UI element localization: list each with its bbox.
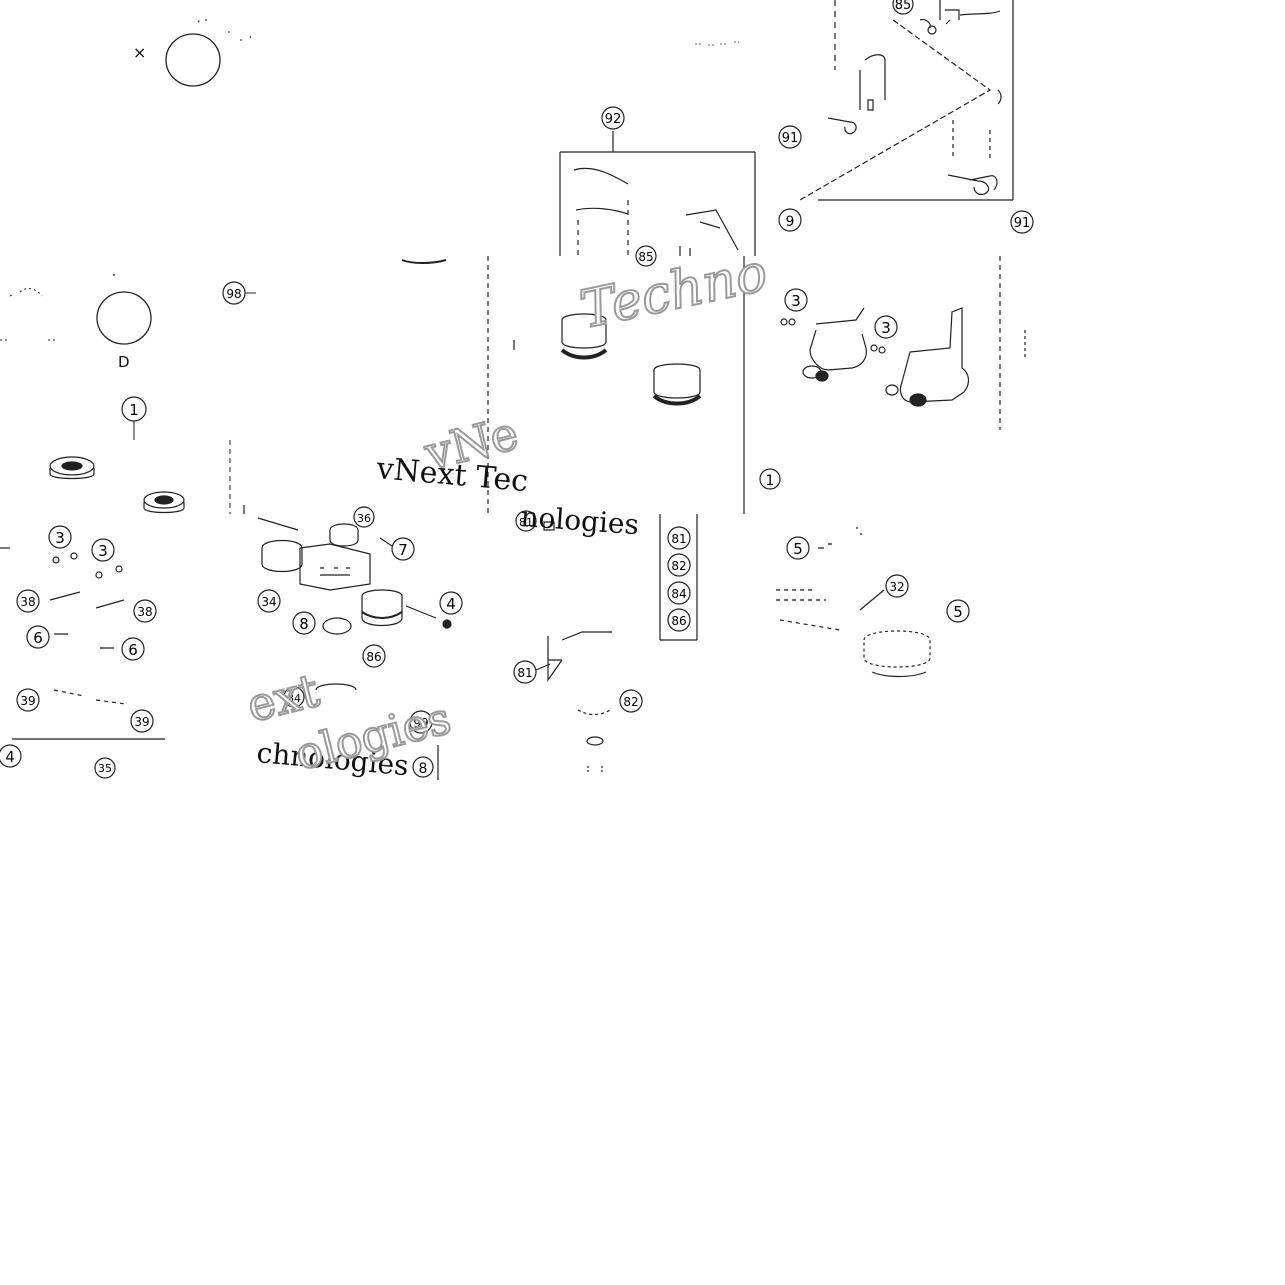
svg-text:92: 92	[605, 112, 622, 127]
callout-36: 36	[353, 506, 375, 528]
svg-text:82: 82	[671, 559, 686, 573]
seal-kit-part	[543, 514, 698, 774]
callout-3-lower-left: 3	[48, 525, 72, 549]
fasteners-part	[0, 547, 165, 740]
callout-7: 7	[391, 537, 415, 561]
svg-text:6: 6	[33, 629, 43, 647]
callout-86-bridge: 86	[362, 644, 386, 668]
callout-3-lower-right: 3	[91, 538, 115, 562]
svg-text:39: 39	[134, 715, 149, 729]
svg-text:85: 85	[895, 0, 912, 13]
svg-text:3: 3	[55, 529, 65, 547]
svg-text:6: 6	[128, 641, 138, 659]
svg-text:85: 85	[638, 250, 653, 264]
svg-text:81: 81	[671, 532, 686, 546]
axle-part	[776, 527, 931, 678]
fork-tube-part	[559, 131, 756, 256]
svg-text:98: 98	[226, 287, 241, 301]
callout-39-right: 39	[130, 709, 154, 733]
callout-1: 1	[121, 396, 147, 440]
svg-text:3: 3	[98, 542, 108, 560]
callout-3-clamp-right: 3	[874, 315, 898, 339]
svg-text:5: 5	[953, 603, 963, 621]
triple-clamp-part	[780, 256, 1026, 430]
svg-text:82: 82	[623, 695, 638, 709]
tile-divider	[401, 259, 447, 264]
callout-85-fork: 85	[635, 245, 657, 267]
svg-text:99: 99	[413, 716, 428, 730]
callout-32: 32	[885, 574, 909, 598]
callout-92: 92	[601, 106, 625, 130]
callout-8-bottom: 8	[412, 756, 434, 778]
svg-text:32: 32	[889, 580, 904, 594]
callout-8-bridge: 8	[292, 611, 316, 635]
callout-99: 99	[409, 710, 433, 734]
svg-text:5: 5	[793, 540, 803, 558]
callout-91-right: 91	[1010, 210, 1034, 234]
svg-text:9: 9	[786, 214, 795, 230]
callout-9: 9	[778, 208, 802, 232]
label-d: D	[118, 353, 130, 371]
callout-85-top: 85	[892, 0, 914, 15]
callout-5-top: 5	[786, 536, 810, 560]
callout-81-list: 81	[667, 526, 691, 550]
svg-text:4: 4	[446, 595, 456, 613]
callout-39-left: 39	[16, 688, 40, 712]
svg-text:81: 81	[519, 516, 533, 529]
callout-4-lower-left: 4	[0, 744, 22, 768]
svg-text:1: 1	[129, 401, 139, 419]
svg-text:7: 7	[398, 541, 408, 559]
svg-text:34: 34	[261, 595, 276, 609]
fork-bridge-part	[243, 505, 452, 780]
callout-35: 35	[94, 757, 116, 779]
svg-text:35: 35	[98, 762, 112, 775]
label-x: ×	[133, 43, 146, 62]
callout-82-list: 82	[667, 553, 691, 577]
callout-38-left: 38	[16, 589, 40, 613]
callout-3-clamp-left: 3	[784, 288, 808, 312]
callout-82-bottom: 82	[619, 689, 643, 713]
svg-text:39: 39	[20, 694, 35, 708]
svg-text:3: 3	[881, 319, 891, 337]
watermark-nologies: nologies	[520, 500, 641, 541]
svg-text:36: 36	[357, 512, 371, 525]
svg-text:84: 84	[671, 587, 686, 601]
svg-text:86: 86	[366, 650, 381, 664]
callout-4-bridge: 4	[439, 591, 463, 615]
svg-text:8: 8	[419, 761, 428, 777]
callout-98: 98	[222, 281, 256, 305]
callout-84-bridge: 84	[283, 686, 305, 708]
callout-81-top: 81	[515, 510, 537, 532]
bearing-part	[49, 456, 185, 514]
cable-assembly	[799, 0, 1014, 201]
svg-text:38: 38	[20, 595, 35, 609]
callout-91-left: 91	[778, 125, 802, 149]
svg-text:3: 3	[791, 292, 801, 310]
ring-d-part	[0, 274, 152, 345]
svg-text:86: 86	[671, 614, 686, 628]
callout-6-right: 6	[121, 637, 145, 661]
fork-bottom-part	[487, 256, 745, 514]
svg-text:81: 81	[517, 666, 532, 680]
svg-text:84: 84	[287, 692, 301, 705]
svg-text:1: 1	[766, 473, 775, 489]
callout-1-partial: 1	[759, 468, 781, 490]
callout-5-right: 5	[946, 599, 970, 623]
svg-text:4: 4	[5, 748, 15, 766]
callout-86-list: 86	[667, 608, 691, 632]
svg-text:91: 91	[782, 131, 799, 146]
svg-text:8: 8	[299, 615, 309, 633]
callout-6-left: 6	[26, 625, 50, 649]
callout-81-bottom: 81	[513, 660, 551, 684]
callout-84-list: 84	[667, 581, 691, 605]
ring-x-part	[165, 19, 252, 87]
svg-text:38: 38	[137, 605, 152, 619]
callout-34: 34	[257, 589, 281, 613]
callout-38-right: 38	[133, 599, 157, 623]
svg-text:91: 91	[1014, 216, 1031, 231]
